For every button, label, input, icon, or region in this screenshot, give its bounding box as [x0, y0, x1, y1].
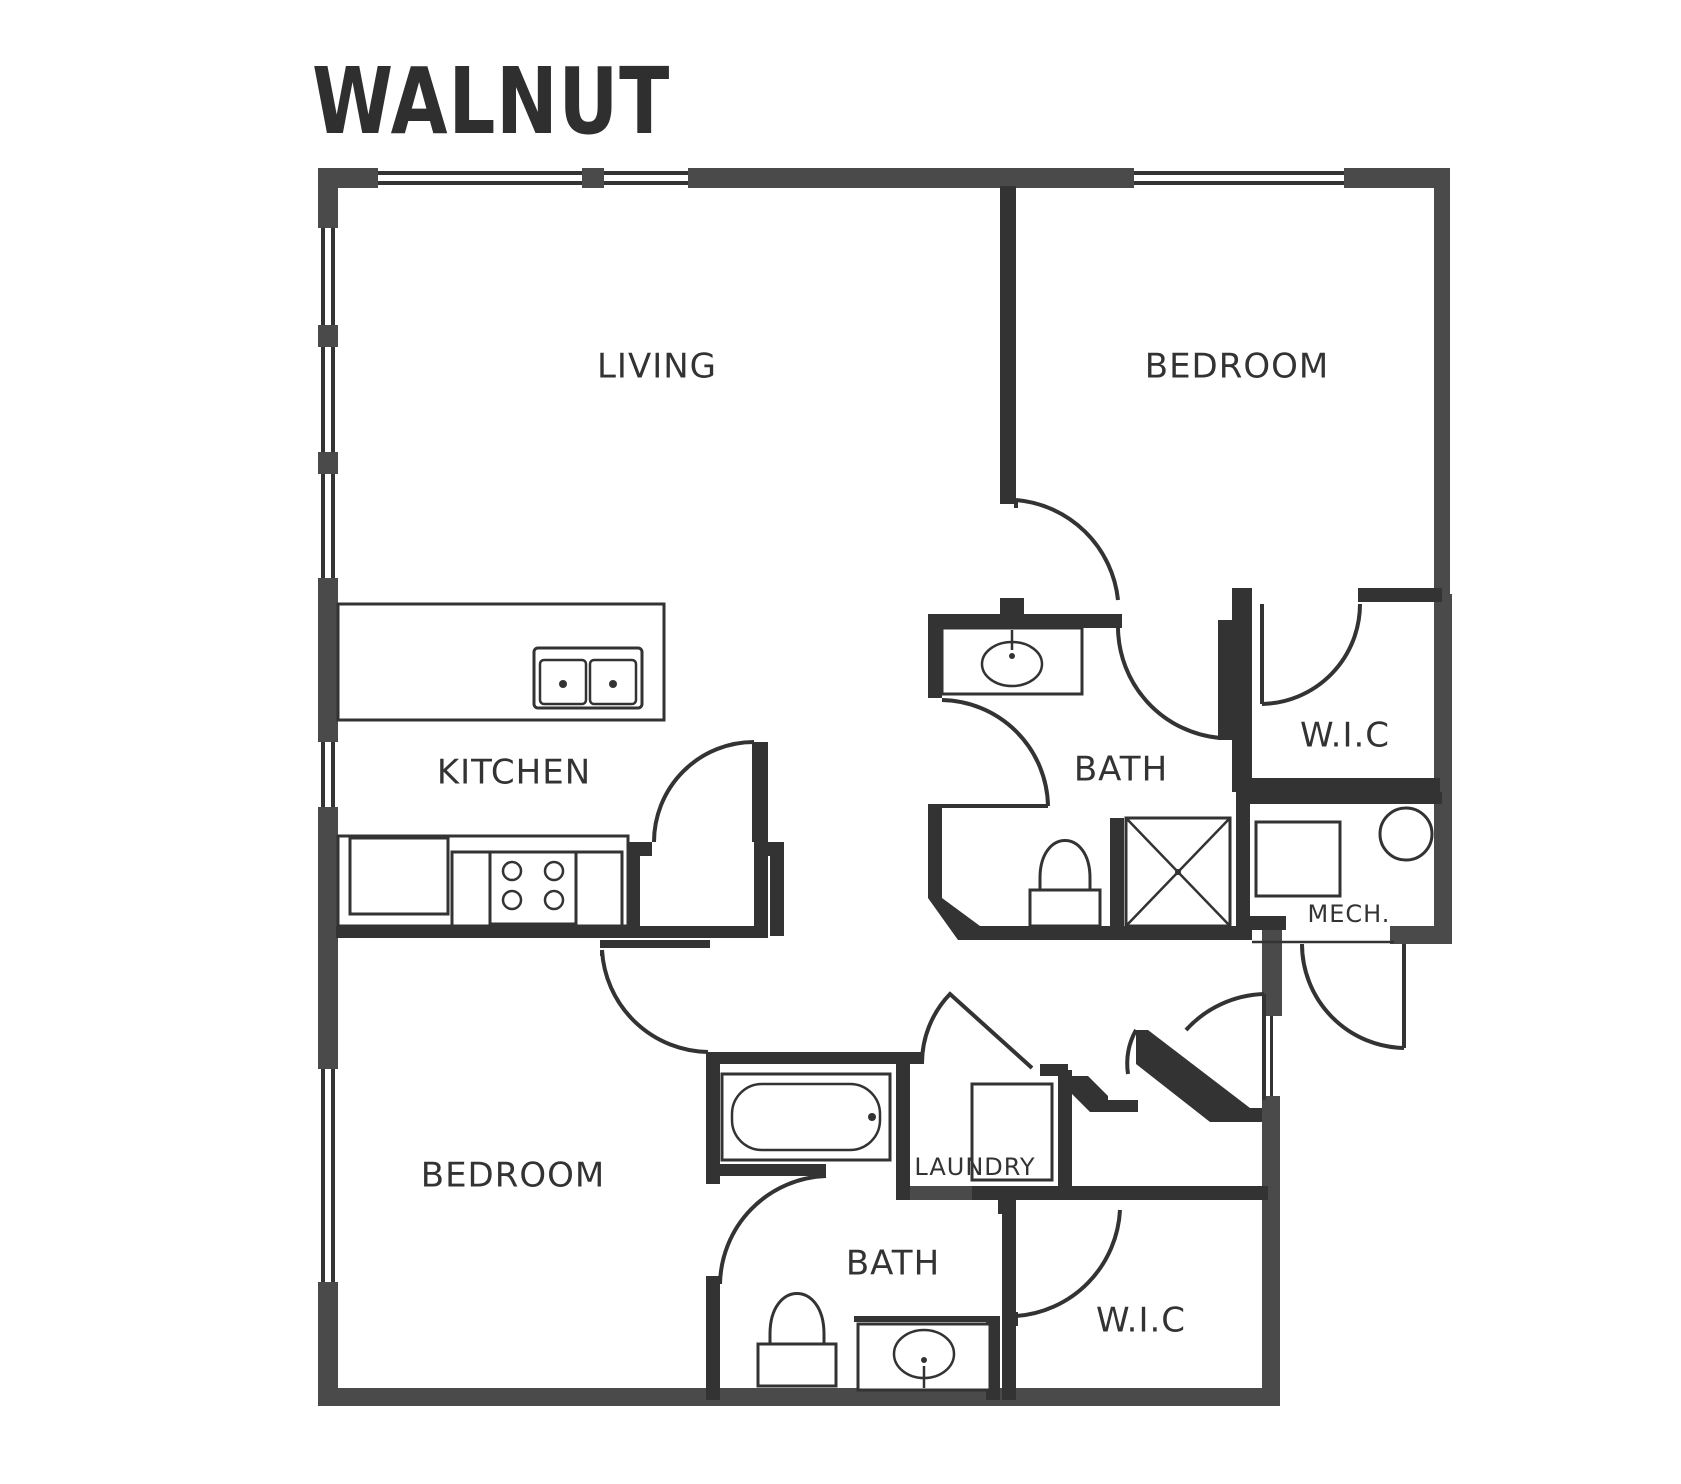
refrigerator [348, 836, 450, 916]
water-heater-icon [1378, 806, 1434, 862]
washer-dryer-icon [1254, 820, 1342, 898]
door-swing-icon [600, 498, 1406, 1318]
label-laundry: LAUNDRY [914, 1153, 1035, 1181]
label-bedroom-secondary: BEDROOM [421, 1156, 605, 1196]
shower-icon [1124, 816, 1232, 928]
laundry-unit [910, 1082, 1054, 1200]
label-mech: MECH. [1308, 900, 1391, 928]
label-bath-primary: BATH [1074, 750, 1168, 790]
interior-walls [336, 186, 1442, 1400]
kitchen-island [336, 602, 666, 722]
sink-icon [856, 1322, 992, 1392]
label-wic-primary: W.I.C [1300, 716, 1390, 756]
kitchen-counter [336, 834, 630, 928]
label-kitchen: KITCHEN [437, 753, 591, 793]
bathtub-icon [720, 1072, 892, 1162]
range-icon [488, 850, 578, 926]
label-living: LIVING [597, 347, 717, 387]
label-bath-secondary: BATH [846, 1244, 940, 1284]
plan-title: WALNUT [312, 48, 671, 155]
toilet-icon [1028, 839, 1102, 928]
label-bedroom-primary: BEDROOM [1145, 347, 1329, 387]
label-wic-secondary: W.I.C [1096, 1301, 1186, 1341]
double-sink-icon [532, 646, 644, 710]
exterior-walls [318, 168, 1452, 1406]
sink-icon [940, 626, 1084, 696]
toilet-icon [756, 1292, 838, 1388]
